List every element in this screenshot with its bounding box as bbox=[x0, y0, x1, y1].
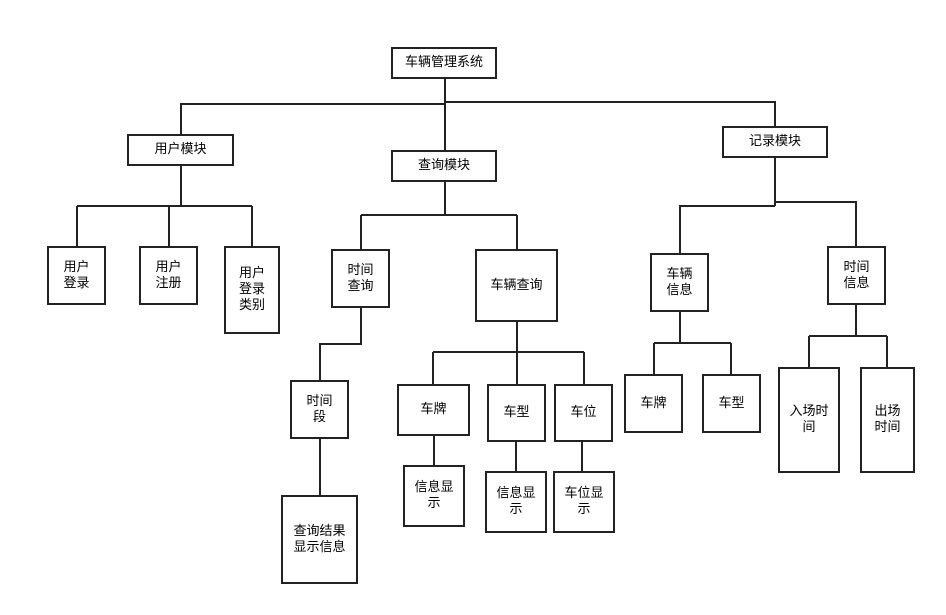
node-time-info: 时间 信息 bbox=[827, 246, 886, 305]
node-label: 车位显 示 bbox=[564, 486, 604, 517]
node-query-result-info: 查询结果 显示信息 bbox=[281, 495, 358, 584]
node-plate: 车牌 bbox=[397, 384, 470, 436]
node-label: 用户 登录 bbox=[63, 259, 90, 291]
node-label: 时间 查询 bbox=[347, 262, 374, 294]
node-user-module: 用户模块 bbox=[127, 134, 234, 166]
node-label: 车辆 信息 bbox=[666, 266, 693, 298]
node-entry-time: 入场时 间 bbox=[778, 367, 840, 473]
node-label: 记录模块 bbox=[748, 134, 801, 149]
node-vehicle-query: 车辆查询 bbox=[475, 249, 558, 322]
node-user-login: 用户 登录 bbox=[47, 246, 106, 305]
node-label: 信息显 示 bbox=[496, 486, 536, 517]
node-parking-spot: 车位 bbox=[554, 384, 613, 442]
node-label: 信息显 示 bbox=[414, 480, 454, 511]
node-record-plate: 车牌 bbox=[624, 374, 683, 433]
connector-record-to-time bbox=[775, 201, 857, 246]
node-label: 车辆管理系统 bbox=[404, 55, 483, 70]
node-label: 时间 信息 bbox=[843, 259, 870, 291]
connector-root-to-record bbox=[445, 101, 776, 126]
node-label: 查询模块 bbox=[417, 158, 470, 173]
node-label: 车牌 bbox=[420, 402, 447, 417]
node-model: 车型 bbox=[487, 384, 546, 442]
node-label: 用户 注册 bbox=[155, 259, 182, 291]
node-time-segment: 时间 段 bbox=[290, 380, 349, 439]
node-label: 车位 bbox=[570, 405, 597, 420]
node-plate-info-display: 信息显 示 bbox=[403, 465, 465, 527]
node-time-query: 时间 查询 bbox=[331, 249, 390, 308]
node-model-info-display: 信息显 示 bbox=[485, 471, 547, 533]
node-label: 查询结果 显示信息 bbox=[293, 523, 346, 555]
node-vehicle-info: 车辆 信息 bbox=[650, 253, 709, 312]
node-query-module: 查询模块 bbox=[391, 150, 497, 182]
node-label: 用户模块 bbox=[154, 142, 207, 157]
connector-record-to-vehicle bbox=[679, 205, 775, 253]
node-exit-time: 出场 时间 bbox=[860, 367, 915, 473]
node-label: 出场 时间 bbox=[874, 404, 901, 435]
node-record-module: 记录模块 bbox=[722, 126, 828, 158]
node-label: 车型 bbox=[718, 395, 745, 411]
node-user-login-type: 用户 登录 类别 bbox=[224, 246, 280, 334]
node-record-model: 车型 bbox=[702, 374, 761, 433]
node-label: 用户 登录 类别 bbox=[238, 266, 265, 313]
node-spot-display: 车位显 示 bbox=[553, 471, 615, 533]
node-user-register: 用户 注册 bbox=[139, 246, 198, 305]
node-label: 车辆查询 bbox=[490, 277, 543, 293]
node-label: 时间 段 bbox=[306, 393, 333, 425]
node-root: 车辆管理系统 bbox=[391, 47, 497, 79]
connector-root-to-user bbox=[180, 103, 445, 134]
connector-time-to-segment bbox=[319, 308, 362, 380]
node-label: 车牌 bbox=[640, 395, 667, 411]
node-label: 入场时 间 bbox=[789, 404, 829, 435]
node-label: 车型 bbox=[503, 405, 530, 420]
